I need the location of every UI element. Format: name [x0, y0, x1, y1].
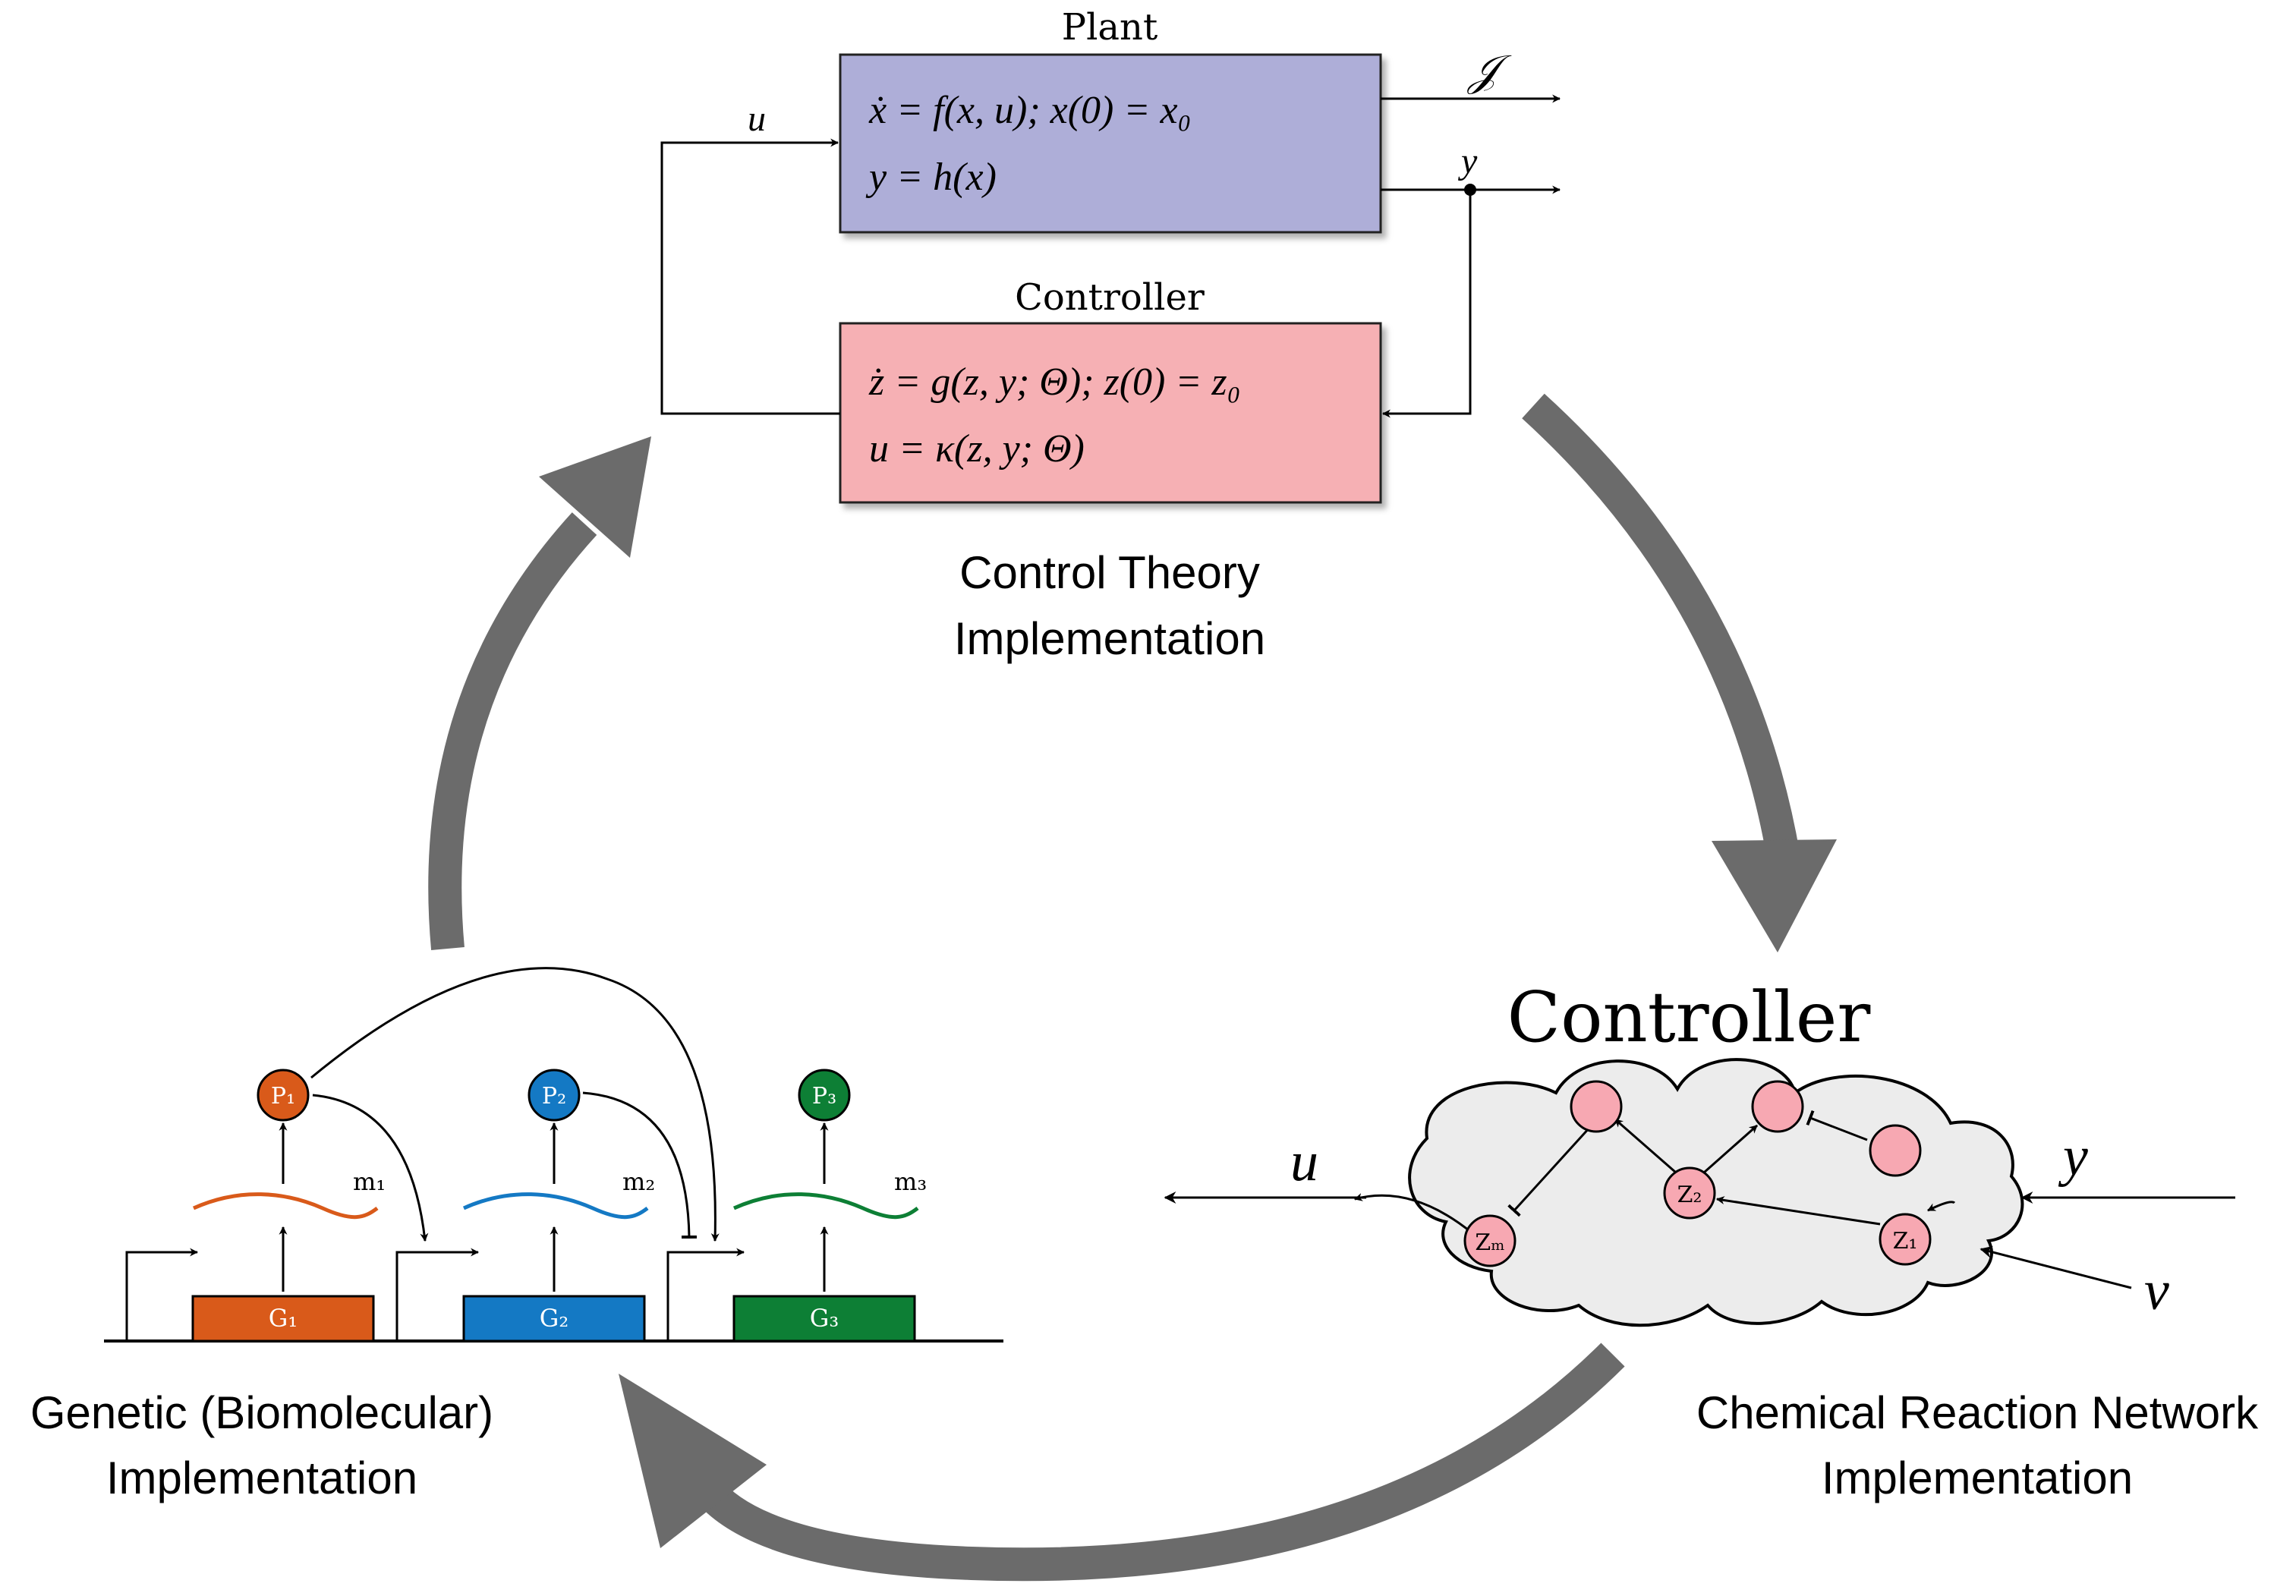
- plant-box: [839, 53, 1382, 234]
- mrna-1: [192, 1192, 379, 1220]
- protein-2-node: [528, 1069, 581, 1122]
- cycle-arrow-bottom: [692, 1343, 1625, 1582]
- crn-input-v-line: [1979, 1245, 2132, 1289]
- controller-title: Controller: [1015, 276, 1205, 319]
- plant-title: Plant: [1062, 6, 1157, 49]
- protein-2-label: P₂: [542, 1083, 566, 1110]
- signal-y-label: y: [1457, 141, 1478, 181]
- signal-u-label: u: [748, 99, 766, 139]
- signal-J-label: 𝒥: [1466, 48, 1512, 95]
- crn-node-z2-label: Z₂: [1677, 1182, 1702, 1208]
- regulation-p1-activates-promoter3: [310, 967, 720, 1242]
- protein-1-node: [257, 1069, 310, 1122]
- regulation-p1-activates-promoter2: [312, 1094, 429, 1242]
- cycle-arrowhead-bottom: [619, 1374, 767, 1548]
- crn-caption-1: Chemical Reaction Network: [1696, 1387, 2259, 1438]
- feedback-u-path: [660, 138, 840, 415]
- mrna-2-label: m₂: [622, 1167, 655, 1196]
- gene-2-label: G₂: [540, 1304, 568, 1333]
- crn-edge-z2-top1: [1614, 1118, 1677, 1174]
- plant-equation-1: ẋ = f(x, u); x(0) = x₀: [868, 89, 1192, 132]
- genetic-caption-2: Implementation: [106, 1453, 417, 1503]
- crn-edge-cloud-z1: [1927, 1201, 1956, 1212]
- mrna-3: [732, 1192, 919, 1220]
- controller-equation-1: ż = g(z, y; Θ); z(0) = z₀: [868, 360, 1241, 404]
- genetic-block: G₁ G₂ G₃ m₁ m₂ m₃ P₁ P₂ P₃ Genetic (Biom…: [30, 967, 1003, 1503]
- controller-equation-2: u = κ(z, y; Θ): [869, 427, 1085, 471]
- crn-node-top1: [1570, 1080, 1623, 1133]
- crn-cloud: [1408, 1058, 2024, 1327]
- mrna-1-label: m₁: [353, 1167, 386, 1196]
- cycle-arrowhead-left: [539, 436, 651, 558]
- cycle-arrow-top-right: [1522, 393, 1800, 861]
- crn-node-top3: [1869, 1124, 1922, 1177]
- gene-3-box: [732, 1295, 916, 1343]
- gene-3-label: G₃: [810, 1304, 839, 1333]
- plant-equation-2: y = h(x): [865, 156, 997, 199]
- feedback-y-path: [1381, 190, 1472, 418]
- gene-1-box: [191, 1295, 375, 1343]
- control-theory-caption-2: Implementation: [954, 613, 1265, 664]
- controller-box: [839, 322, 1382, 504]
- crn-edge-zm-output: [1353, 1193, 1473, 1235]
- cycle-arrowhead-right: [1712, 839, 1837, 952]
- crn-block: Controller Z₂ Zₘ Z₁ u y v Chemical React…: [1164, 977, 2259, 1503]
- mrna-2: [462, 1192, 649, 1220]
- cycle-arrow-left: [428, 512, 597, 950]
- crn-node-z2: [1663, 1166, 1716, 1220]
- protein-1-label: P₁: [271, 1083, 295, 1110]
- control-theory-caption-1: Control Theory: [959, 547, 1260, 598]
- crn-edge-top3-top2: [1806, 1110, 1868, 1141]
- crn-edge-top1-zm: [1507, 1125, 1592, 1217]
- gene-2-box: [462, 1295, 646, 1343]
- crn-node-top2: [1751, 1080, 1804, 1133]
- protein-3-node: [798, 1069, 851, 1122]
- crn-node-z1-label: Z₁: [1893, 1228, 1918, 1254]
- regulation-p2-represses-promoter3: [582, 1091, 698, 1239]
- protein-3-label: P₃: [812, 1083, 836, 1110]
- promoter-2: [395, 1248, 480, 1341]
- gene-1-label: G₁: [269, 1304, 298, 1333]
- control-theory-block: Plant ẋ = f(x, u); x(0) = x₀ y = h(x) Co…: [660, 6, 1561, 664]
- crn-output-u-label: u: [1290, 1131, 1318, 1193]
- promoter-3: [666, 1248, 745, 1341]
- crn-node-z1: [1879, 1213, 1932, 1266]
- crn-edge-z1-z2: [1715, 1196, 1881, 1226]
- mrna-3-label: m₃: [894, 1167, 927, 1196]
- crn-edge-z2-top2: [1703, 1124, 1758, 1174]
- genetic-caption-1: Genetic (Biomolecular): [30, 1387, 493, 1438]
- crn-input-y-label: y: [2058, 1125, 2088, 1188]
- crn-node-zm: [1463, 1214, 1516, 1267]
- crn-title: Controller: [1507, 977, 1871, 1058]
- cycle-arrows: [428, 393, 1837, 1582]
- crn-caption-2: Implementation: [1822, 1453, 2133, 1503]
- promoter-1: [125, 1248, 199, 1341]
- crn-node-zm-label: Zₘ: [1475, 1229, 1504, 1256]
- crn-input-v-label: v: [2144, 1260, 2169, 1322]
